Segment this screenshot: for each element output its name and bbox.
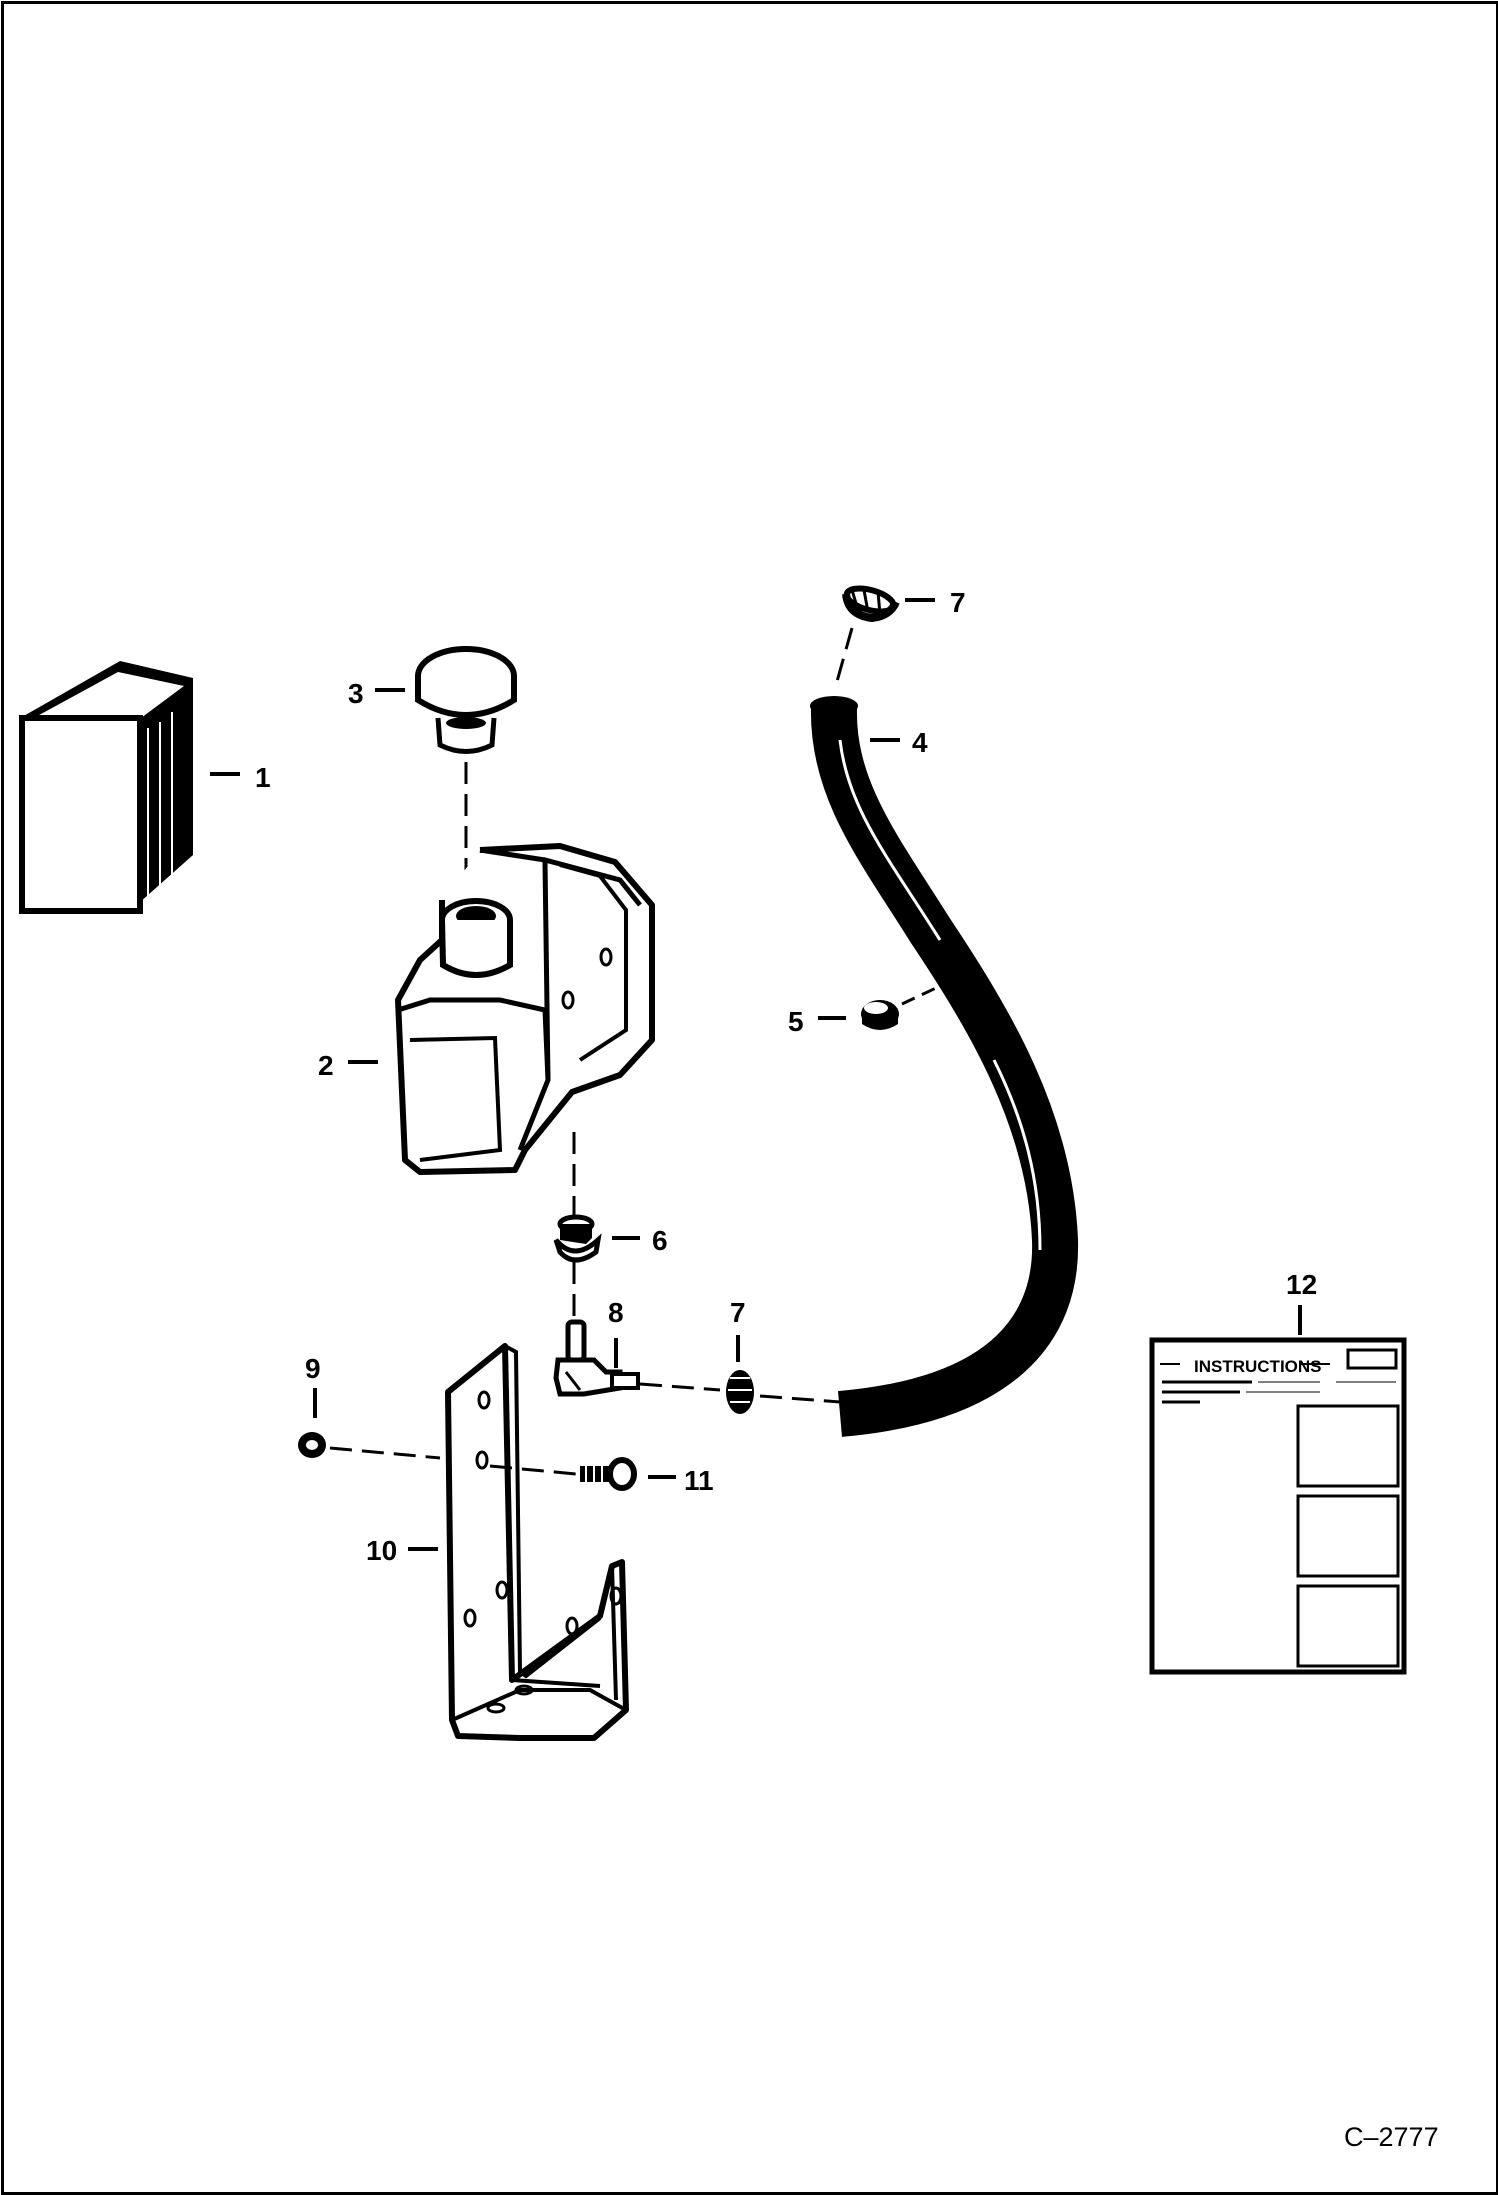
callout-12: 12 (1286, 1269, 1317, 1300)
instructions-heading: INSTRUCTIONS (1194, 1357, 1322, 1376)
part-12-instruction-sheet: INSTRUCTIONS (1149, 1337, 1407, 1675)
callout-2: 2 (318, 1050, 334, 1081)
part-5-plug (861, 1000, 899, 1030)
part-1-kit-box (19, 661, 193, 914)
assembly-line-7-top (834, 627, 854, 686)
callout-7-upper: 7 (950, 587, 966, 618)
drawing-code: C–2777 (1344, 2122, 1439, 2152)
callout-11: 11 (684, 1465, 714, 1496)
part-3-reservoir-cap (415, 646, 517, 754)
part-7-hose-clamp-lower (726, 1370, 754, 1414)
callout-3: 3 (348, 678, 364, 709)
assembly-line-5-4 (901, 986, 937, 1006)
assembly-line-8-7 (639, 1382, 721, 1392)
part-10-bracket (445, 1343, 629, 1741)
part-8-elbow-fitting (553, 1319, 640, 1397)
callout-6: 6 (652, 1225, 668, 1256)
part-11-bolt (580, 1457, 637, 1491)
assembly-line-9-10 (329, 1446, 441, 1460)
callout-5: 5 (788, 1006, 804, 1037)
callout-9: 9 (305, 1353, 321, 1384)
assembly-line-10-11 (489, 1464, 577, 1476)
part-7-hose-clamp-upper (842, 585, 900, 623)
part-9-nut (298, 1432, 326, 1458)
callout-10: 10 (366, 1535, 397, 1566)
assembly-line-7-4 (759, 1394, 841, 1404)
callout-7-lower: 7 (730, 1297, 746, 1328)
part-6-grommet (553, 1214, 602, 1263)
part-2-reservoir-tank (395, 843, 655, 1175)
callout-4: 4 (912, 727, 928, 758)
callout-1: 1 (255, 762, 271, 793)
part-4-hose (810, 696, 1079, 1437)
callout-8: 8 (608, 1297, 624, 1328)
